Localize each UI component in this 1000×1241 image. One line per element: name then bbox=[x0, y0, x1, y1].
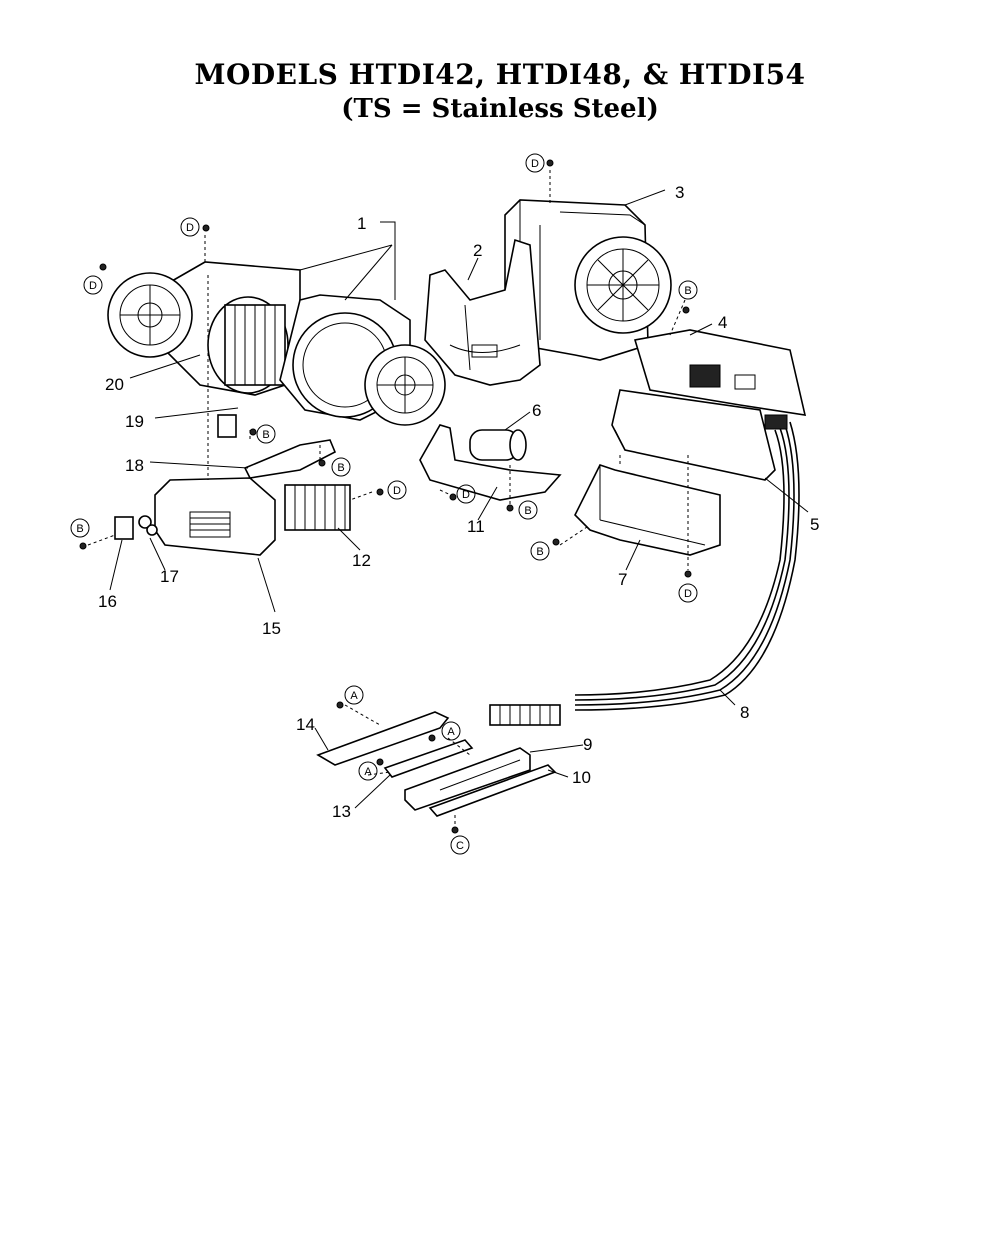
fastener-d-tray: D bbox=[678, 583, 698, 603]
page-subtitle: (TS = Stainless Steel) bbox=[341, 94, 659, 124]
fastener-d-bracket: D bbox=[456, 484, 476, 504]
fastener-b-right: B bbox=[678, 280, 698, 300]
fastener-b-bracket: B bbox=[331, 457, 351, 477]
label-5: 5 bbox=[810, 515, 819, 534]
svg-text:C: C bbox=[456, 840, 464, 852]
label-20: 20 bbox=[105, 375, 124, 394]
svg-text:D: D bbox=[462, 489, 470, 501]
svg-text:D: D bbox=[186, 222, 194, 234]
label-17: 17 bbox=[160, 567, 179, 586]
svg-text:A: A bbox=[350, 690, 358, 702]
label-13: 13 bbox=[332, 802, 351, 821]
svg-text:B: B bbox=[536, 546, 543, 558]
fastener-a-lower: A bbox=[358, 761, 378, 781]
svg-text:D: D bbox=[684, 588, 692, 600]
part-6-capacitor bbox=[469, 429, 527, 461]
svg-text:D: D bbox=[89, 280, 97, 292]
svg-text:B: B bbox=[337, 462, 344, 474]
part-18-bracket bbox=[243, 439, 337, 479]
label-6: 6 bbox=[532, 401, 541, 420]
part-4-control-board bbox=[633, 329, 807, 416]
svg-text:A: A bbox=[447, 726, 455, 738]
label-8: 8 bbox=[740, 703, 749, 722]
label-10: 10 bbox=[572, 768, 591, 787]
part-5-board-cover bbox=[611, 389, 776, 481]
label-19: 19 bbox=[125, 412, 144, 431]
part-2-scroll bbox=[424, 238, 541, 386]
label-15: 15 bbox=[262, 619, 281, 638]
label-1: 1 bbox=[357, 214, 366, 233]
svg-text:D: D bbox=[531, 158, 539, 170]
part-7-tray bbox=[574, 464, 721, 556]
label-11: 11 bbox=[467, 517, 485, 536]
part-number-labels: 1 2 3 4 5 6 7 8 9 10 11 12 13 14 15 16 1… bbox=[98, 183, 819, 821]
part-15-switch-housing bbox=[154, 477, 276, 556]
label-9: 9 bbox=[583, 735, 592, 754]
label-4: 4 bbox=[718, 313, 727, 332]
fastener-b-bracket-right: B bbox=[518, 500, 538, 520]
fastener-b-tray: B bbox=[530, 541, 550, 561]
svg-text:B: B bbox=[76, 523, 83, 535]
dashed-guides bbox=[87, 170, 689, 830]
page-title: MODELS HTDI42, HTDI48, & HTDI54 bbox=[194, 58, 806, 91]
label-18: 18 bbox=[125, 456, 144, 475]
svg-text:D: D bbox=[393, 485, 401, 497]
part-17-knob bbox=[138, 515, 158, 536]
part-12-terminal-block bbox=[284, 484, 351, 531]
label-3: 3 bbox=[675, 183, 684, 202]
fastener-d-left: D bbox=[83, 275, 103, 295]
part-13-switch-board bbox=[383, 739, 474, 778]
svg-text:B: B bbox=[262, 429, 269, 441]
part-11-bracket bbox=[419, 424, 562, 501]
screws bbox=[79, 159, 692, 834]
svg-text:B: B bbox=[524, 505, 531, 517]
part-20-inlet-ring bbox=[107, 272, 193, 358]
fastener-b-switch: B bbox=[70, 518, 90, 538]
label-2: 2 bbox=[473, 241, 482, 260]
inlet-grille bbox=[364, 344, 446, 426]
fastener-d-top-left: D bbox=[180, 217, 200, 237]
svg-text:B: B bbox=[684, 285, 691, 297]
label-12: 12 bbox=[352, 551, 371, 570]
fastener-d-terminal: D bbox=[387, 480, 407, 500]
fastener-codes: D D D B B B D D bbox=[70, 153, 698, 855]
part-9-control-panel bbox=[404, 747, 531, 811]
fastener-b-clip: B bbox=[256, 424, 276, 444]
label-16: 16 bbox=[98, 592, 117, 611]
leader-lines bbox=[109, 189, 809, 809]
svg-text:A: A bbox=[364, 766, 372, 778]
part-3-blower-housing bbox=[504, 199, 672, 361]
part-16-switch bbox=[114, 516, 134, 540]
fastener-a-rail: A bbox=[344, 685, 364, 705]
fastener-a-center: A bbox=[441, 721, 461, 741]
label-14: 14 bbox=[296, 715, 315, 734]
label-7: 7 bbox=[618, 570, 627, 589]
part-8-wire-harness bbox=[489, 414, 800, 726]
part-19-clip bbox=[217, 414, 237, 438]
part-14-mounting-rail bbox=[316, 711, 450, 766]
fastener-d-top: D bbox=[525, 153, 545, 173]
fastener-c-bottom: C bbox=[450, 835, 470, 855]
